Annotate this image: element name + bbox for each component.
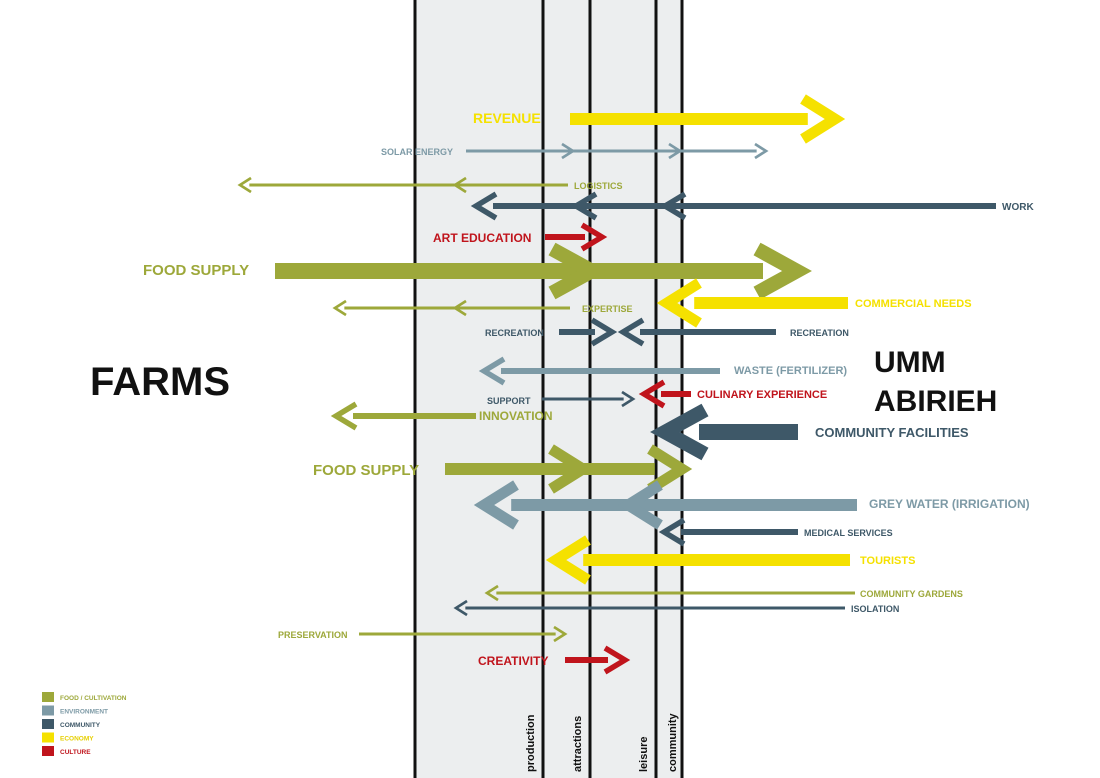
legend-swatch-food [42,692,54,702]
flow-arrow-commercial-needs [656,278,848,328]
flow-label-community-facilities: COMMUNITY FACILITIES [815,425,969,440]
place-umm-abirieh-line2: ABIRIEH [874,385,997,418]
flow-label-innovation: INNOVATION [479,409,553,423]
flow-arrow-art-education [545,222,608,252]
flow-arrow-revenue [570,94,846,144]
flow-label-grey-water: GREY WATER (IRRIGATION) [869,497,1030,511]
flow-label-food-supply-1: FOOD SUPPLY [143,262,249,279]
zone-band [415,0,682,778]
flow-labels: REVENUE SOLAR ENERGY LOGISTICS WORK ART EDUC… [143,110,1034,668]
zone-label-attractions: attractions [572,716,584,772]
flow-arrow-logistics [237,176,568,194]
flow-arrow-work [470,191,996,221]
flow-arrow-recreation-left [559,317,618,347]
flow-label-food-supply-2: FOOD SUPPLY [313,462,419,479]
flow-label-art-education: ART EDUCATION [433,231,531,245]
legend-label-culture: CULTURE [60,749,91,756]
legend-label-economy: ECONOMY [60,736,94,743]
flow-label-creativity: CREATIVITY [478,654,548,668]
flow-label-tourists: TOURISTS [860,555,915,567]
zone-label-community: community [667,712,679,772]
flow-arrow-tourists [545,535,850,585]
zone-label-leisure: leisure [638,737,650,772]
flow-arrow-expertise [332,299,570,317]
flow-arrow-preservation [359,625,568,643]
flow-label-recreation-right: RECREATION [790,328,849,338]
flow-label-culinary-experience: CULINARY EXPERIENCE [697,389,827,401]
flow-label-revenue: REVENUE [473,110,541,126]
flow-label-isolation: ISOLATION [851,604,899,614]
flow-label-commercial-needs: COMMERCIAL NEEDS [855,298,972,310]
zone-label-production: production [525,714,537,772]
place-farms: FARMS [90,360,230,404]
flow-arrow-community-facilities [650,403,798,461]
flow-arrows [237,94,996,675]
flow-arrow-creativity [565,645,631,675]
flow-label-support: SUPPORT [487,396,531,406]
flow-arrow-waste [478,356,720,386]
legend-swatch-community [42,719,54,729]
legend-swatch-environment [42,705,54,716]
flow-label-recreation-left: RECREATION [485,328,544,338]
flow-arrow-food-supply-2 [445,444,693,494]
flow-arrow-community-gardens [484,584,855,602]
flow-label-work: WORK [1002,202,1034,213]
flow-arrow-grey-water [473,480,857,530]
legend-label-community: COMMUNITY [60,722,101,729]
legend-label-food: FOOD / CULTIVATION [60,695,127,702]
legend-label-environment: ENVIRONMENT [60,709,108,716]
legend-swatch-economy [42,732,54,743]
flow-label-medical-services: MEDICAL SERVICES [804,528,893,538]
flow-label-community-gardens: COMMUNITY GARDENS [860,589,963,599]
flow-arrow-culinary-experience [638,379,691,409]
flow-label-solar-energy: SOLAR ENERGY [381,147,453,157]
zone-labels: production attractions leisure community [525,712,679,772]
flow-arrow-isolation [453,599,845,617]
flow-label-waste: WASTE (FERTILIZER) [734,365,847,377]
flow-label-preservation: PRESERVATION [278,630,348,640]
place-umm-abirieh-line1: UMM [874,346,946,379]
flow-arrow-food-supply-1 [275,242,812,300]
flow-label-expertise: EXPERTISE [582,304,633,314]
flow-arrow-solar-energy [466,142,769,160]
flow-arrow-support [542,390,636,408]
legend: FOOD / CULTIVATION ENVIRONMENT COMMUNITY EC… [42,692,127,756]
legend-swatch-culture [42,746,54,756]
flow-arrow-medical-services [658,517,798,547]
flow-arrow-innovation [330,401,476,431]
flow-label-logistics: LOGISTICS [574,181,623,191]
flow-arrow-recreation-right [617,317,776,347]
